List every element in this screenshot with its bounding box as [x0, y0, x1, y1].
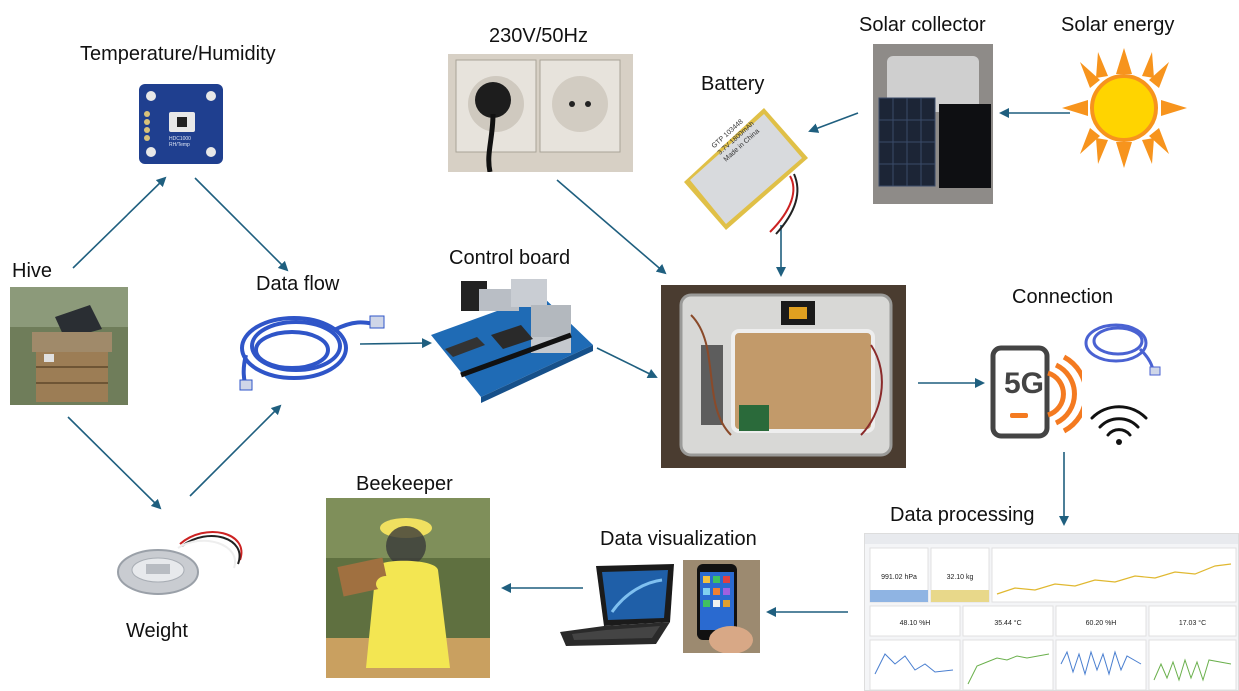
beekeeper-illustration: [326, 498, 490, 678]
fiveg-badge: 5G: [1003, 367, 1045, 400]
sensor-chip-sub: RH/Temp: [169, 142, 190, 148]
arrow-weight-to-dataflow: [189, 404, 282, 497]
wifi-icon: [1090, 405, 1148, 445]
wifi-image: [1088, 402, 1150, 446]
dashboard-tile-pressure: 991.02 hPa: [881, 574, 917, 581]
sensor-chip-name: HDC1000: [169, 136, 191, 142]
dashboard-tile-temp-in: 35.44 °C: [994, 620, 1022, 627]
battery-image: GTP 103448 3.7V 1800mAh Made in China: [680, 100, 815, 240]
label-battery: Battery: [701, 73, 765, 95]
ethernet-cable-illustration: [239, 315, 385, 391]
phone-5g-image: 5G: [990, 345, 1082, 440]
sun-icon: [1062, 48, 1187, 168]
dashboard-tile-temp-out: 17.03 °C: [1178, 620, 1207, 627]
control-board-illustration: [431, 279, 593, 403]
dashboard-panels: [865, 534, 1238, 690]
dashboard-tile-weight: 32.10 kg: [946, 574, 974, 581]
arrow-sensor-to-dataflow: [194, 177, 289, 272]
arrow-board-to-box: [596, 347, 658, 378]
label-solar-energy: Solar energy: [1061, 14, 1175, 36]
arrow-hive-to-sensor: [72, 176, 167, 269]
load-cell-illustration: [117, 531, 243, 595]
arrow-solar-to-battery: [808, 112, 859, 133]
sun-image: [1062, 48, 1187, 168]
control-board-image: [421, 275, 597, 403]
power-outlet-image: [448, 54, 633, 172]
beekeeper-image: [326, 498, 490, 678]
data-flow-cable-image: [234, 300, 389, 392]
label-power-mains: 230V/50Hz: [489, 25, 588, 47]
label-control-board: Control board: [449, 247, 571, 269]
smartphone-illustration: [683, 560, 760, 653]
laptop-image: [556, 562, 678, 648]
label-beekeeper: Beekeeper: [356, 473, 453, 495]
battery-illustration: [684, 108, 808, 235]
label-data-visualization: Data visualization: [600, 528, 757, 550]
hive-illustration: [10, 287, 128, 405]
sensor-board-illustration: [139, 84, 223, 164]
enclosure-illustration: [661, 285, 906, 468]
label-hive: Hive: [12, 260, 53, 282]
solar-collector-image: [873, 44, 993, 204]
hive-image: [10, 287, 128, 405]
power-outlet-illustration: [448, 54, 633, 172]
arrow-mains-to-box: [556, 179, 667, 275]
phone-5g-icon: [990, 345, 1082, 439]
label-data-flow: Data flow: [256, 273, 340, 295]
arrow-dataflow-to-board: [359, 338, 432, 349]
smartphone-image: [683, 560, 760, 653]
dashboard-tile-humidity-in: 48.10 %H: [899, 620, 931, 627]
label-temperature-humidity: Temperature/Humidity: [80, 43, 276, 65]
label-solar-collector: Solar collector: [859, 14, 986, 36]
dashboard-tile-humidity-out: 60.20 %H: [1085, 620, 1117, 627]
enclosure-box-image: [661, 285, 906, 468]
connection-cable-illustration: [1084, 323, 1161, 376]
arrow-hive-to-weight: [67, 416, 162, 510]
solar-panels-illustration: [873, 44, 993, 204]
data-processing-dashboard: 991.02 hPa 32.10 kg 48.10 %H 35.44 °C 60…: [864, 533, 1239, 691]
label-weight: Weight: [126, 620, 188, 642]
label-connection: Connection: [1012, 286, 1114, 308]
weight-load-cell-image: [110, 512, 250, 607]
connection-cable-image: [1080, 315, 1162, 377]
laptop-illustration: [560, 564, 674, 646]
label-data-processing: Data processing: [890, 504, 1035, 526]
temperature-humidity-sensor-image: HDC1000 RH/Temp: [137, 82, 225, 166]
